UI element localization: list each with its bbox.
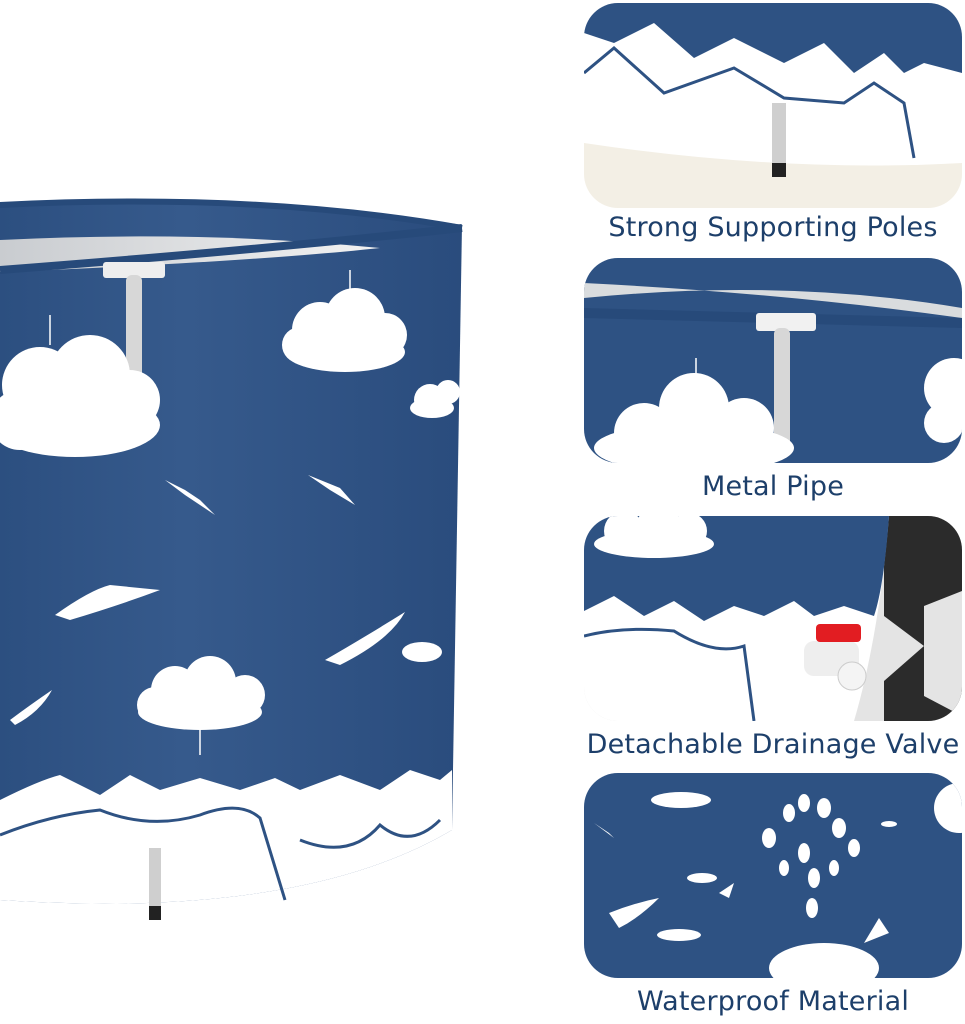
feature-label-metal-pipe: Metal Pipe — [701, 471, 845, 502]
support-pole-icon — [149, 848, 161, 920]
feature-label-supporting-poles: Strong Supporting Poles — [608, 212, 938, 243]
support-pole-icon — [772, 103, 786, 177]
feature-image-supporting-poles — [584, 3, 962, 208]
valve-icon — [804, 624, 867, 691]
t-connector-icon — [103, 262, 165, 400]
whale-spout-icon — [762, 794, 860, 918]
cloud-icon — [594, 516, 714, 558]
feature-image-drainage-valve — [584, 516, 962, 721]
cloud-icon — [594, 358, 962, 463]
whale-icon — [769, 918, 889, 978]
cloud-icon — [651, 783, 962, 941]
main-product-image — [0, 198, 463, 920]
feature-image-waterproof — [584, 773, 962, 978]
bird-icon — [10, 475, 405, 725]
t-connector-icon — [756, 313, 816, 448]
feature-image-metal-pipe — [584, 258, 962, 463]
bird-icon — [594, 823, 734, 928]
cloud-icon — [0, 288, 460, 730]
feature-label-drainage-valve: Detachable Drainage Valve — [586, 729, 960, 760]
feature-label-waterproof: Waterproof Material — [636, 986, 910, 1017]
